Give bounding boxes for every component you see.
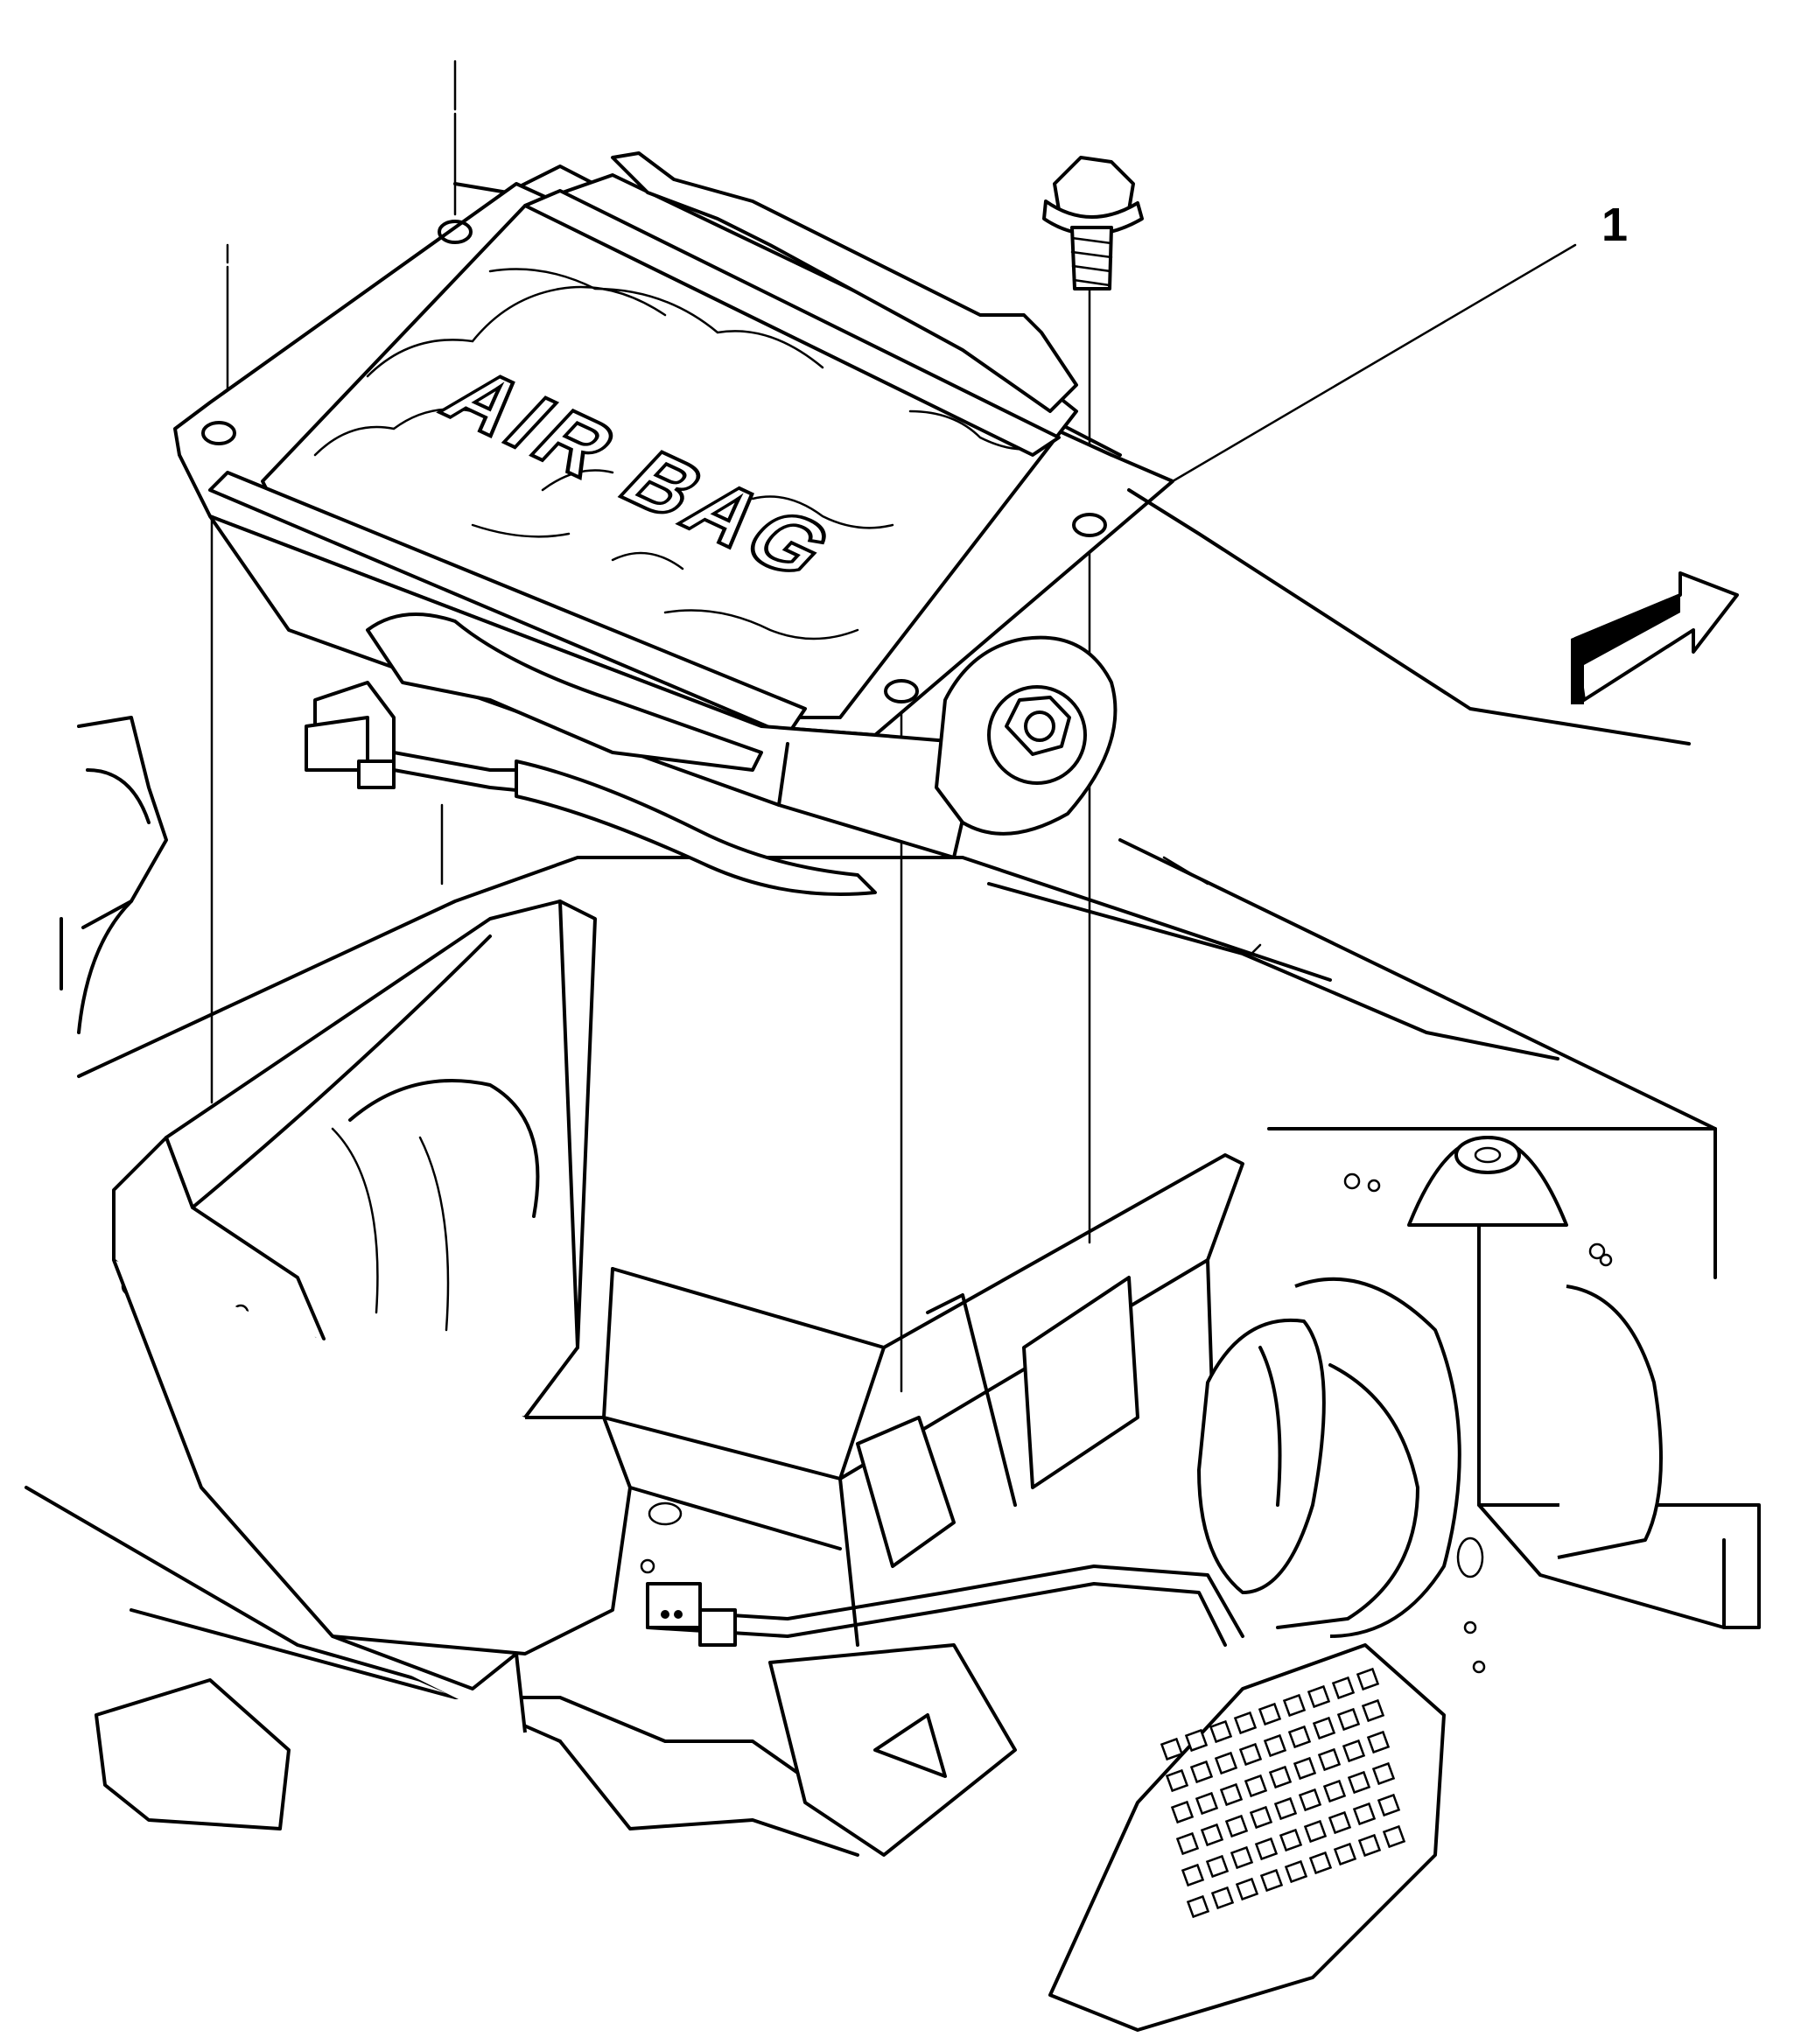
connector-pin-cavity — [1308, 1851, 1333, 1875]
connector-pin-cavity — [1200, 1823, 1224, 1847]
connector-pin-cavity — [1244, 1774, 1268, 1798]
connector-pin-cavity — [1317, 1747, 1342, 1772]
hvac-housing — [112, 900, 1419, 1857]
connector-pin-cavity — [1303, 1819, 1328, 1844]
module-pigtail-connector — [305, 681, 877, 896]
connector-pin-cavity — [1186, 1894, 1210, 1919]
connector-pin-cavity — [1361, 1698, 1385, 1723]
connector-pin-cavity — [1333, 1842, 1357, 1866]
connector-pin-cavity — [1382, 1824, 1406, 1849]
connector-pin-cavity — [1195, 1791, 1219, 1816]
connector-pin-cavity — [1273, 1796, 1298, 1821]
connector-pin-cavity — [1214, 1751, 1238, 1775]
connector-pin-cavity — [1160, 1737, 1184, 1761]
dash-structure-details — [987, 488, 1691, 1267]
wiring-harness-connector — [646, 1564, 1446, 2032]
connector-pin-cavity — [1238, 1742, 1263, 1767]
connector-pin-cavity — [1263, 1733, 1287, 1758]
connector-pin-cavity — [1175, 1831, 1200, 1856]
connector-pin-cavity — [1268, 1765, 1293, 1789]
connector-pin-cavity — [1259, 1868, 1284, 1893]
air-bag-module: AIR BAG — [173, 151, 1174, 859]
connector-pin-cavity — [1331, 1676, 1356, 1700]
connector-pin-cavity — [1230, 1845, 1254, 1870]
connector-pin-cavity — [1312, 1716, 1336, 1740]
connector-pin-cavity — [1366, 1730, 1391, 1754]
connector-pin-cavity — [1377, 1793, 1401, 1817]
mounting-bolt — [1042, 156, 1144, 290]
connector-pin-cavity — [1342, 1739, 1366, 1763]
connector-pin-cavity — [1205, 1854, 1230, 1879]
connector-pin-cavity — [1328, 1810, 1352, 1835]
connector-pin-cavity — [1170, 1800, 1195, 1824]
connector-pin-cavity — [1219, 1782, 1244, 1807]
connector-pin-cavity — [1189, 1760, 1214, 1784]
connector-pin-cavity — [1249, 1805, 1273, 1830]
connector-pin-cavity — [1307, 1684, 1331, 1709]
connector-pin-cavity — [1356, 1667, 1380, 1691]
vehicle-front-arrow-icon — [1571, 571, 1739, 704]
connector-pin-cavity — [1352, 1802, 1377, 1826]
callout-1: 1 — [1171, 199, 1628, 483]
connector-pin-cavity — [1235, 1877, 1259, 1901]
connector-pin-cavity — [1287, 1725, 1312, 1749]
connector-pin-cavity — [1347, 1770, 1371, 1795]
connector-pin-cavity — [1298, 1788, 1322, 1812]
connector-pin-cavity — [1209, 1719, 1233, 1744]
connector-pin-cavity — [1184, 1728, 1209, 1753]
connector-pin-cavity — [1224, 1814, 1249, 1838]
connector-pin-cavity — [1284, 1859, 1308, 1884]
connector-pin-cavity — [1165, 1768, 1189, 1793]
connector-pin-cavity — [1254, 1837, 1279, 1861]
connector-pin-cavity — [1371, 1761, 1396, 1786]
connector-pin-cavity — [1279, 1828, 1303, 1852]
connector-pin-cavity — [1293, 1756, 1317, 1781]
connector-pin-cavity — [1233, 1711, 1258, 1735]
callout-label-1: 1 — [1601, 199, 1628, 251]
connector-pin-cavity — [1210, 1886, 1235, 1910]
connector-pin-cavity — [1282, 1693, 1307, 1718]
connector-pin-cavity — [1357, 1833, 1382, 1858]
connector-pin-cavity — [1258, 1702, 1282, 1726]
connector-pin-cavity — [1181, 1863, 1205, 1887]
connector-pin-cavity — [1322, 1779, 1347, 1803]
connector-pin-cavity — [1336, 1707, 1361, 1732]
